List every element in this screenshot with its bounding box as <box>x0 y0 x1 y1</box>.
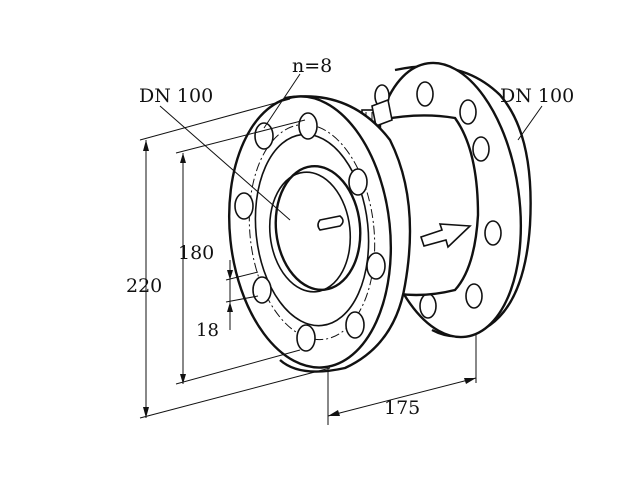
bolt-hole <box>234 192 254 220</box>
bolt-hole <box>298 112 318 140</box>
bolt-hole <box>459 99 477 125</box>
bolt-hole <box>419 293 437 319</box>
bolt-hole-label: 18 <box>196 320 219 341</box>
bolt-hole <box>254 122 274 150</box>
bolt-hole <box>416 81 434 107</box>
leader-bolts <box>263 73 301 129</box>
bolt-hole <box>252 276 272 304</box>
bolt-count-label: n=8 <box>292 55 332 77</box>
leader-inlet <box>159 105 291 221</box>
flange-diameter-label: 220 <box>126 275 162 297</box>
length-label: 175 <box>384 397 420 419</box>
bolt-hole <box>345 311 365 339</box>
dimension-lines <box>139 73 543 425</box>
inlet-flange <box>227 95 412 373</box>
bolt-hole <box>472 136 490 162</box>
bolt-hole <box>348 168 368 196</box>
bolt-hole <box>465 283 483 309</box>
bolt-circle-label: 180 <box>178 242 214 264</box>
flow-arrow-icon <box>419 223 472 249</box>
bolt-hole <box>484 220 502 246</box>
leader-outlet <box>517 105 543 141</box>
bolt-hole <box>366 252 386 280</box>
bolt-hole <box>296 324 316 352</box>
outlet-size-label: DN 100 <box>500 85 574 107</box>
inlet-size-label: DN 100 <box>139 85 213 107</box>
